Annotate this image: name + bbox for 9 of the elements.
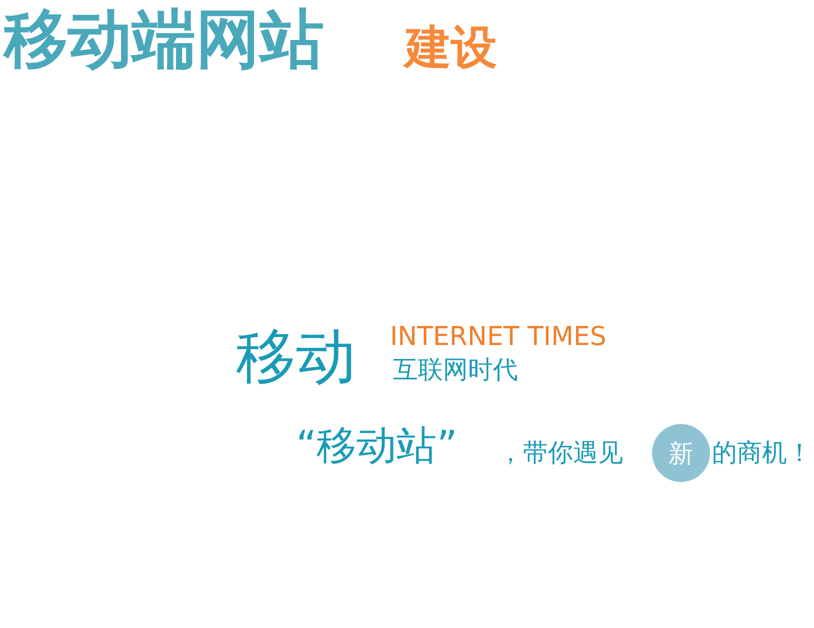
title: 移动端网站 [4, 8, 324, 72]
slogan-text: “移动站” [296, 426, 458, 466]
subtitle-text: INTERNET TIMES [390, 324, 606, 350]
highlight-circle: 新 [652, 424, 710, 482]
slogan-text: 的商机！ [712, 440, 812, 465]
heading-suffix: 建设 [405, 24, 497, 70]
slogan-text: ，带你遇见 [498, 440, 623, 465]
heading-text: 移动 [236, 327, 356, 387]
subtitle-text: 互联网时代 [393, 357, 518, 382]
